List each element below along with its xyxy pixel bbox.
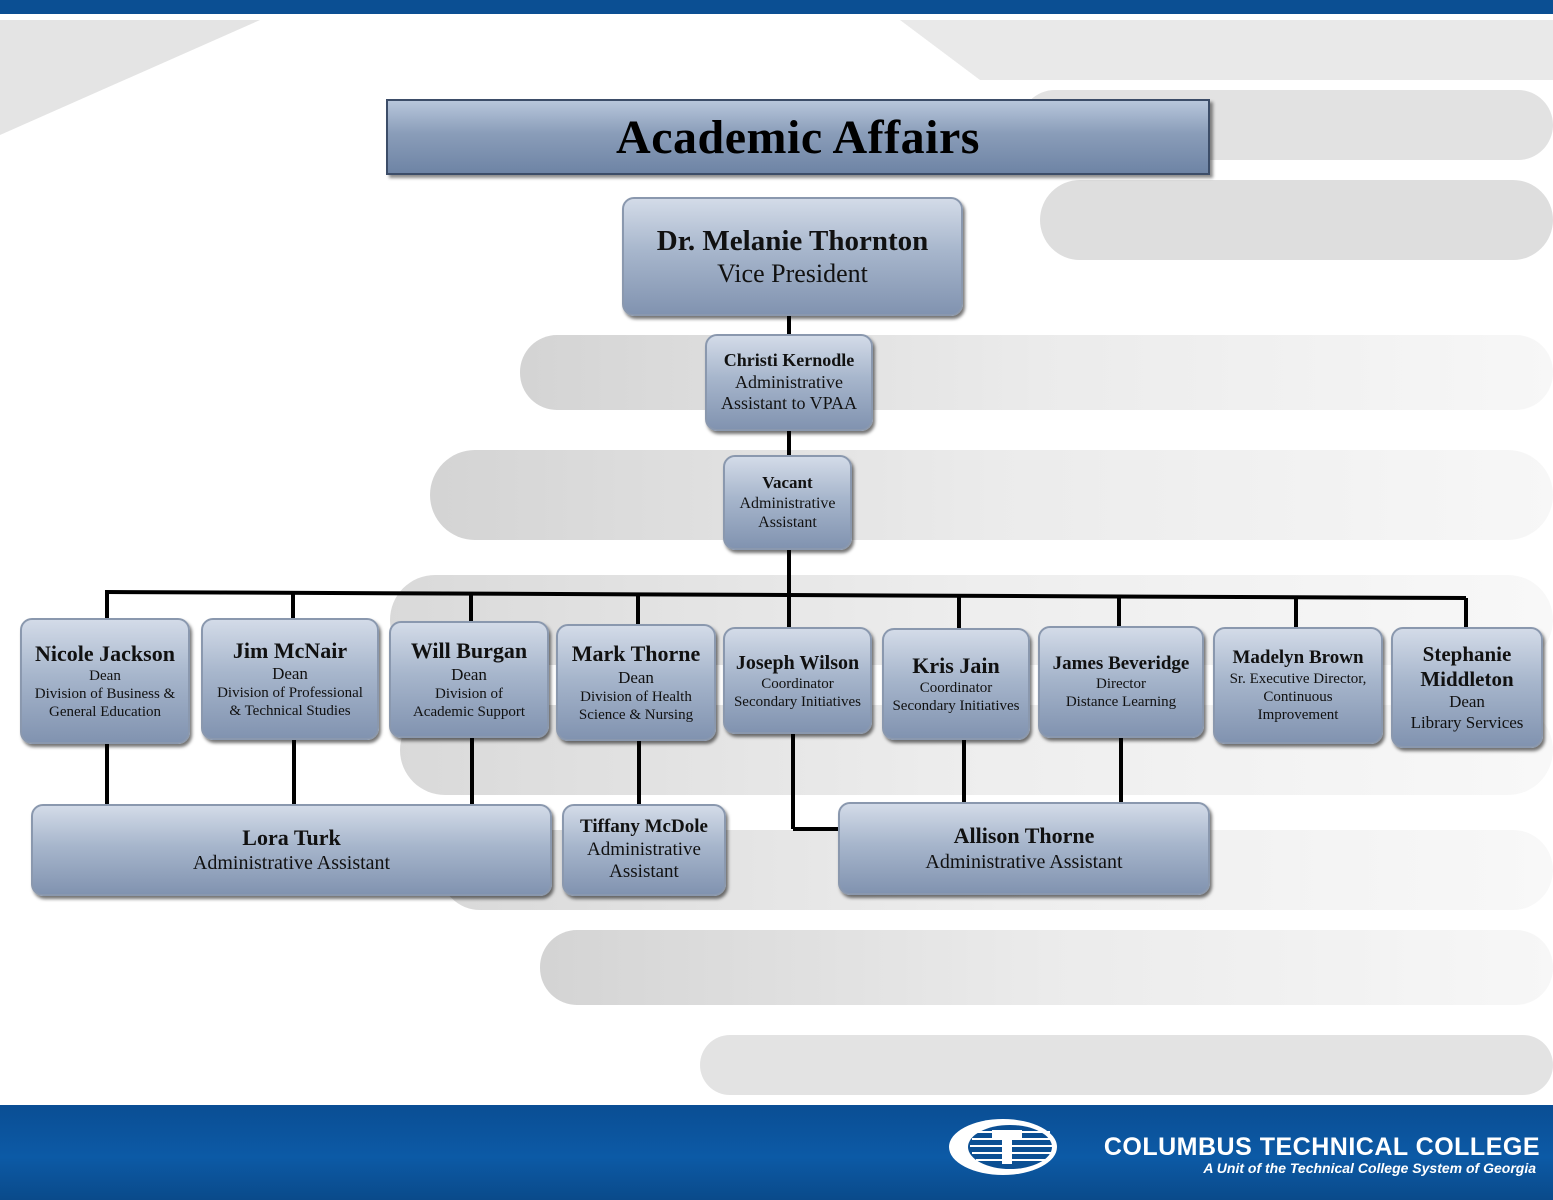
admin-vpaa-title-2: Assistant to VPAA [720,393,858,414]
staff-unit-1: Division of [435,685,503,702]
assistant-box-tiffany-mcdole: Tiffany McDole Administrative Assistant [562,804,726,896]
staff-name: Jim McNair [232,637,348,663]
staff-box-madelyn-brown: Madelyn Brown Sr. Executive Director, Co… [1213,627,1383,744]
staff-unit-1: Division of Business & [34,686,176,703]
staff-role: Dean [1449,692,1485,712]
college-name: COLUMBUS TECHNICAL COLLEGE [1103,1133,1540,1161]
vp-name: Dr. Melanie Thornton [656,224,929,257]
staff-name: Mark Thorne [571,641,701,667]
staff-box-jim-mcnair: Jim McNair Dean Division of Professional… [201,618,379,740]
staff-unit-1: Division of Professional [217,685,363,702]
staff-role: Dean [89,668,121,685]
staff-box-stephanie-middleton: Stephanie Middleton Dean Library Service… [1391,627,1543,748]
staff-role: Coordinator [919,680,993,697]
staff-box-mark-thorne: Mark Thorne Dean Division of Health Scie… [556,624,716,741]
staff-unit-1: Distance Learning [1065,694,1177,711]
staff-role: Sr. Executive Director, [1229,670,1367,687]
admin-vpaa-box: Christi Kernodle Administrative Assistan… [705,334,873,431]
vacant-title-2: Assistant [758,513,817,531]
assistant-title: Administrative Assistant [925,850,1123,873]
staff-name: Joseph Wilson [735,651,860,674]
staff-unit-2: & Technical Studies [229,703,351,720]
admin-vpaa-title-1: Administrative [735,371,843,392]
college-subtitle: A Unit of the Technical College System o… [1203,1160,1536,1176]
staff-role: Dean [451,664,487,684]
staff-unit-1: Secondary Initiatives [892,698,1020,715]
columbus-tech-globe-logo-icon [949,1119,1057,1175]
page-title: Academic Affairs [616,110,980,164]
staff-unit-1: Secondary Initiatives [733,693,862,710]
staff-name: Madelyn Brown [1232,647,1364,669]
staff-unit-2: General Education [48,704,162,721]
staff-name: Nicole Jackson [35,640,175,666]
staff-unit-2: Academic Support [412,703,526,720]
staff-role: Coordinator [761,675,834,692]
vacant-box: Vacant Administrative Assistant [723,455,852,550]
staff-unit-2: Improvement [1257,706,1339,723]
staff-unit-1: Library Services [1410,712,1524,732]
assistant-title-1: Administrative [587,838,701,860]
staff-unit-2: Science & Nursing [578,706,694,723]
assistant-box-lora-turk: Lora Turk Administrative Assistant [31,804,552,896]
vp-box: Dr. Melanie Thornton Vice President [622,197,963,316]
top-brand-bar [0,0,1553,14]
org-chart-title: Academic Affairs [386,99,1210,175]
assistant-name: Lora Turk [242,824,341,850]
staff-name: Will Burgan [410,638,528,664]
staff-name-2: Middleton [1420,667,1514,692]
staff-box-joseph-wilson: Joseph Wilson Coordinator Secondary Init… [723,627,872,734]
staff-role: Director [1096,676,1146,693]
assistant-box-allison-thorne: Allison Thorne Administrative Assistant [838,802,1210,895]
staff-box-nicole-jackson: Nicole Jackson Dean Division of Business… [20,618,190,744]
assistant-title: Administrative Assistant [192,852,391,875]
staff-unit-1: Division of Health [580,688,692,705]
staff-role: Dean [272,664,308,683]
assistant-title-2: Assistant [609,861,679,883]
staff-box-james-beveridge: James Beveridge Director Distance Learni… [1038,626,1204,738]
staff-name: James Beveridge [1052,652,1190,674]
staff-box-kris-jain: Kris Jain Coordinator Secondary Initiati… [882,628,1030,740]
admin-vpaa-name: Christi Kernodle [723,350,855,371]
staff-unit-1: Continuous [1263,688,1333,705]
assistant-name: Tiffany McDole [580,815,708,837]
vacant-title-1: Administrative [739,494,836,512]
footer-brand-bar [0,1105,1553,1200]
staff-box-will-burgan: Will Burgan Dean Division of Academic Su… [389,621,549,738]
vp-title: Vice President [717,259,868,289]
vacant-name: Vacant [762,473,813,493]
assistant-name: Allison Thorne [953,823,1095,849]
staff-name-1: Stephanie [1422,641,1512,666]
staff-role: Dean [618,667,654,687]
staff-name: Kris Jain [912,652,1000,678]
